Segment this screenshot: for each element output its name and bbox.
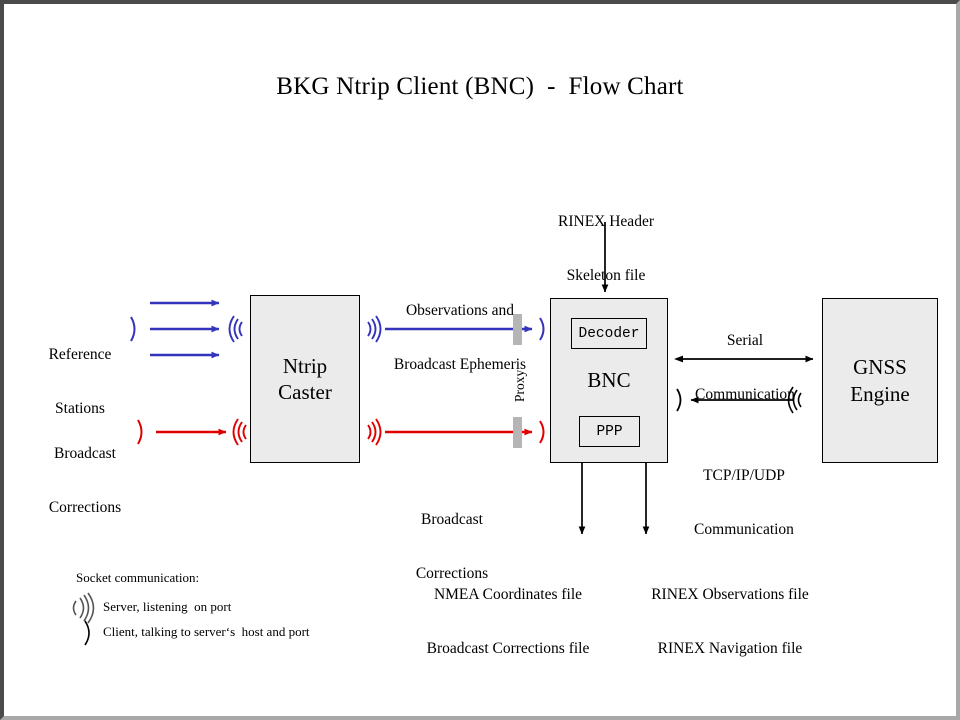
diagram-canvas: BKG Ntrip Client (BNC) - Flow Chart	[4, 4, 956, 716]
legend-server-wave-icon	[72, 592, 95, 624]
client-paren-icon-refstations	[130, 316, 136, 342]
rinex-output-label: RINEX Observations file RINEX Navigation…	[651, 585, 809, 658]
page-title: BKG Ntrip Client (BNC) - Flow Chart	[276, 73, 684, 100]
serial-communication-label: Serial Communication	[695, 331, 795, 404]
client-paren-icon-broadcast	[137, 419, 143, 445]
broadcast-corrections-edge-label: Broadcast Corrections	[415, 510, 489, 583]
proxy-bar-upper	[513, 314, 522, 345]
gnss-engine-node[interactable]: GNSS Engine	[822, 298, 938, 463]
gnss-engine-label: GNSS Engine	[850, 355, 910, 406]
legend-heading: Socket communication:	[76, 570, 200, 585]
client-paren-icon-bnc-tcpip	[676, 388, 682, 412]
broadcast-corrections-source-label: Broadcast Corrections	[48, 444, 122, 517]
observations-ephemeris-label: Observations and Broadcast Ephemeris	[393, 301, 527, 374]
server-wave-icon-caster-in-red	[232, 418, 247, 446]
legend-client-paren-icon	[84, 620, 90, 646]
rinex-skeleton-label: RINEX Header Skeleton file	[558, 212, 654, 285]
reference-station-arrows	[150, 299, 220, 359]
ntrip-caster-node[interactable]: Ntrip Caster	[250, 295, 360, 463]
connector-layer	[72, 222, 814, 646]
tcpip-communication-label: TCP/IP/UDP Communication	[694, 466, 794, 539]
legend-server-text: Server, listening on port	[103, 599, 232, 614]
client-paren-icon-bnc-corr	[539, 420, 545, 444]
server-wave-icon-caster-out-blue	[367, 315, 382, 343]
server-wave-icon-caster-out-red	[367, 418, 382, 446]
bnc-ppp-module[interactable]: PPP	[579, 416, 640, 447]
ntrip-caster-label: Ntrip Caster	[278, 353, 332, 404]
bnc-decoder-module[interactable]: Decoder	[571, 318, 647, 349]
client-paren-icon-bnc-obs	[539, 317, 545, 341]
proxy-bar-lower	[513, 417, 522, 448]
serial-arrowhead-left	[674, 355, 683, 363]
server-wave-icon-gnss-tcpip	[787, 386, 802, 414]
legend-client-text: Client, talking to server‘s host and por…	[103, 624, 310, 639]
server-wave-icon-caster-in-blue	[228, 315, 243, 343]
proxy-label: Proxy	[512, 369, 527, 402]
bnc-label: BNC	[587, 368, 631, 393]
nmea-output-label: NMEA Coordinates file Broadcast Correcti…	[426, 585, 590, 658]
reference-stations-label: Reference Stations	[48, 345, 112, 418]
